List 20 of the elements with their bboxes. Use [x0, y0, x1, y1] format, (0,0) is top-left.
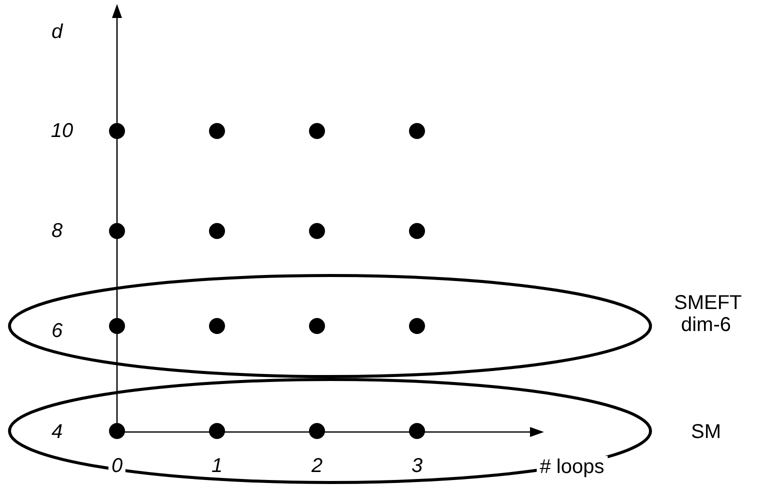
data-point	[409, 423, 425, 439]
data-point	[109, 423, 125, 439]
ellipse-region	[8, 378, 652, 484]
data-point	[109, 223, 125, 239]
ellipse-region	[8, 274, 652, 378]
data-point	[409, 123, 425, 139]
data-point	[209, 423, 225, 439]
data-point	[309, 223, 325, 239]
data-point	[309, 123, 325, 139]
data-point	[309, 318, 325, 334]
data-point	[409, 223, 425, 239]
data-point	[209, 123, 225, 139]
data-point	[209, 318, 225, 334]
data-point	[109, 123, 125, 139]
region-label: SM	[690, 421, 722, 443]
data-point	[409, 318, 425, 334]
data-point	[209, 223, 225, 239]
data-point	[309, 423, 325, 439]
data-point	[109, 318, 125, 334]
axis-label: # loops	[536, 456, 608, 478]
